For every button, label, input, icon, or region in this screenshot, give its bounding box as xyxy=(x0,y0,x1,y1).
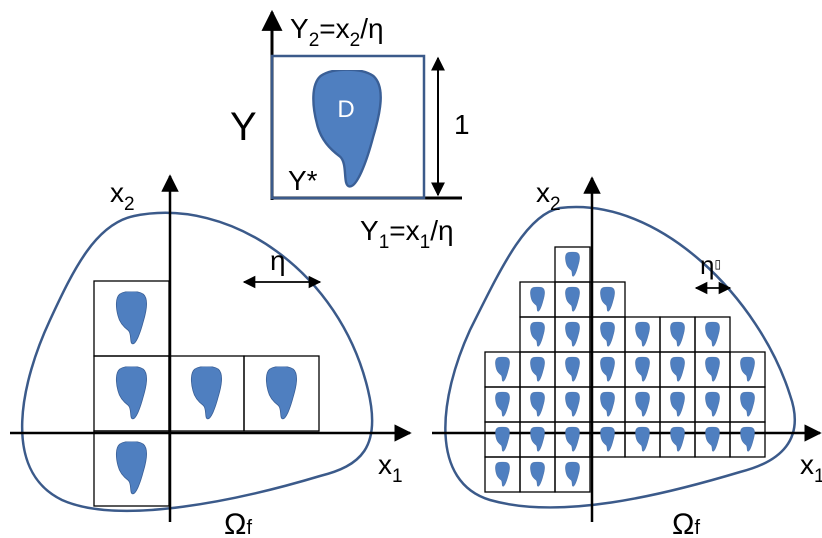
inclusion-D xyxy=(312,70,382,188)
label-side-length: 1 xyxy=(454,109,470,140)
right-inclusion xyxy=(530,286,545,312)
right-domain-omega xyxy=(444,205,796,509)
right-label-x2: x2 xyxy=(536,177,561,215)
right-inclusion xyxy=(495,391,510,417)
label-Y: Y xyxy=(230,105,257,149)
right-inclusion xyxy=(565,356,580,382)
right-inclusion xyxy=(670,426,685,452)
right-inclusion xyxy=(600,356,615,382)
right-inclusion xyxy=(600,426,615,452)
right-cell-grid xyxy=(484,246,766,493)
left-cell xyxy=(243,355,320,432)
right-inclusion xyxy=(635,426,650,452)
right-inclusion xyxy=(530,321,545,347)
right-inclusion xyxy=(705,356,720,382)
right-inclusion xyxy=(740,426,755,452)
right-inclusion xyxy=(670,321,685,347)
right-label-eta: η▯ xyxy=(700,250,721,280)
left-inclusion xyxy=(115,441,148,495)
right-inclusion xyxy=(565,461,580,487)
right-inclusion xyxy=(565,426,580,452)
right-inclusion xyxy=(705,426,720,452)
right-inclusion xyxy=(530,461,545,487)
left-cell-grid xyxy=(93,280,320,507)
right-inclusion xyxy=(530,426,545,452)
right-inclusion xyxy=(565,321,580,347)
right-inclusion xyxy=(635,391,650,417)
right-label-omega-f: Ωf xyxy=(672,508,700,538)
right-panel: η▯ x2 x1 Ωf xyxy=(432,176,822,538)
right-inclusion xyxy=(740,356,755,382)
right-inclusion xyxy=(495,356,510,382)
left-inclusion xyxy=(265,366,298,420)
left-label-omega-f: Ωf xyxy=(224,508,252,538)
right-inclusion xyxy=(565,391,580,417)
right-cell xyxy=(554,456,591,493)
left-panel: η x2 x1 Ωf xyxy=(10,174,412,538)
label-Y-star: Y* xyxy=(288,165,318,196)
right-inclusion xyxy=(495,426,510,452)
label-Y1-axis: Y1=x1/η xyxy=(360,215,454,253)
left-domain-omega xyxy=(21,211,374,513)
left-inclusion xyxy=(190,366,223,420)
left-label-eta: η xyxy=(270,245,286,276)
right-inclusion xyxy=(670,391,685,417)
right-inclusion xyxy=(705,391,720,417)
left-label-x1: x1 xyxy=(378,449,403,487)
right-inclusion xyxy=(600,391,615,417)
right-inclusion xyxy=(740,391,755,417)
left-label-x2: x2 xyxy=(110,177,135,215)
left-cell xyxy=(93,430,170,507)
right-inclusion xyxy=(635,356,650,382)
left-inclusion xyxy=(115,366,148,420)
right-inclusion xyxy=(530,356,545,382)
right-inclusion xyxy=(600,321,615,347)
right-inclusion xyxy=(705,321,720,347)
right-cell xyxy=(729,421,766,458)
right-inclusion xyxy=(600,286,615,312)
unit-cell-square xyxy=(270,54,426,200)
label-Y2-axis: Y2=x2/η xyxy=(290,13,384,51)
right-inclusion xyxy=(670,356,685,382)
right-inclusion xyxy=(635,321,650,347)
right-inclusion xyxy=(565,286,580,312)
right-inclusion xyxy=(495,461,510,487)
unit-cell: D Y Y* 1 Y2=x2/η Y1=x1/η xyxy=(230,9,470,253)
left-inclusion xyxy=(115,291,148,345)
right-label-x1: x1 xyxy=(800,449,822,487)
label-D: D xyxy=(337,96,354,123)
right-inclusion xyxy=(565,251,580,277)
right-inclusion xyxy=(530,391,545,417)
